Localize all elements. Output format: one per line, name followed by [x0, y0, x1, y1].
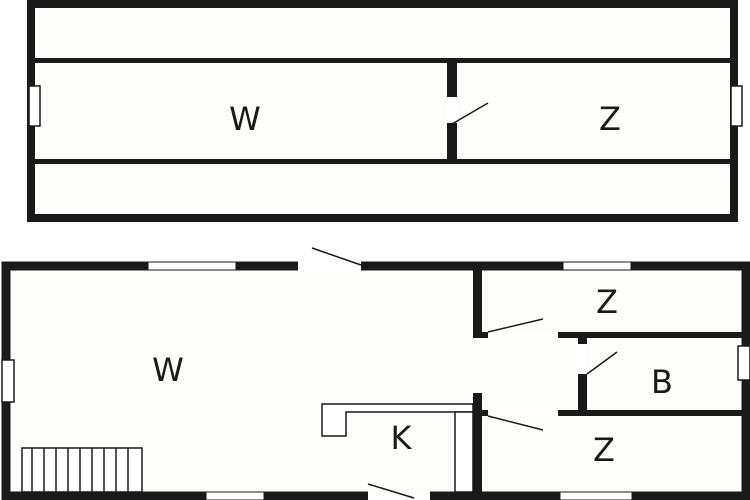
door-bath-swing — [586, 351, 618, 375]
upper-window-left — [28, 85, 41, 127]
wall-living-divider-lower — [473, 393, 482, 496]
door-bath — [578, 344, 587, 374]
kitchen-counter-side — [454, 411, 474, 493]
kitchen-label: K — [390, 419, 412, 457]
upper-floor-area — [27, 0, 738, 222]
wall-living-divider-upper — [473, 266, 482, 338]
upper-knee-wall-bottom — [35, 159, 730, 164]
staircase — [21, 447, 143, 493]
upper-door-swing — [451, 102, 489, 125]
wall-bath-left — [578, 338, 587, 413]
ground-floor — [1, 247, 750, 500]
window-right — [737, 345, 750, 381]
upper-window-right — [730, 85, 743, 127]
entrance-door-top-swing — [311, 247, 362, 266]
entrance-door-top — [298, 261, 361, 271]
wall-z-top-bottom-right — [558, 332, 746, 338]
living-label: W — [152, 351, 184, 389]
upper-knee-wall-top — [35, 58, 730, 63]
door-z-top-swing — [487, 318, 544, 333]
wall-z-top-bottom-left — [478, 332, 488, 338]
door-z-bottom — [488, 410, 558, 416]
wall-z-bottom-top-right — [558, 410, 746, 416]
upper-floor — [27, 0, 743, 222]
entrance-door-bottom — [368, 491, 430, 500]
upper-living-label: W — [229, 100, 261, 138]
entrance-door-bottom-swing — [367, 483, 415, 499]
door-z-bottom-swing — [487, 415, 544, 431]
bathroom-label: B — [651, 363, 673, 401]
window-top-1 — [147, 261, 237, 271]
kitchen-counter — [321, 403, 474, 437]
window-bottom-2 — [559, 491, 633, 500]
bedroom-top-label: Z — [596, 283, 618, 321]
upper-door-opening — [447, 97, 457, 123]
window-bottom-1 — [205, 491, 265, 500]
window-top-2 — [562, 261, 632, 271]
wall-z-bottom-top-left — [478, 410, 488, 416]
upper-bedroom-label: Z — [599, 100, 621, 138]
bedroom-bottom-label: Z — [593, 431, 615, 469]
window-left — [1, 359, 15, 403]
door-z-top — [488, 332, 558, 338]
